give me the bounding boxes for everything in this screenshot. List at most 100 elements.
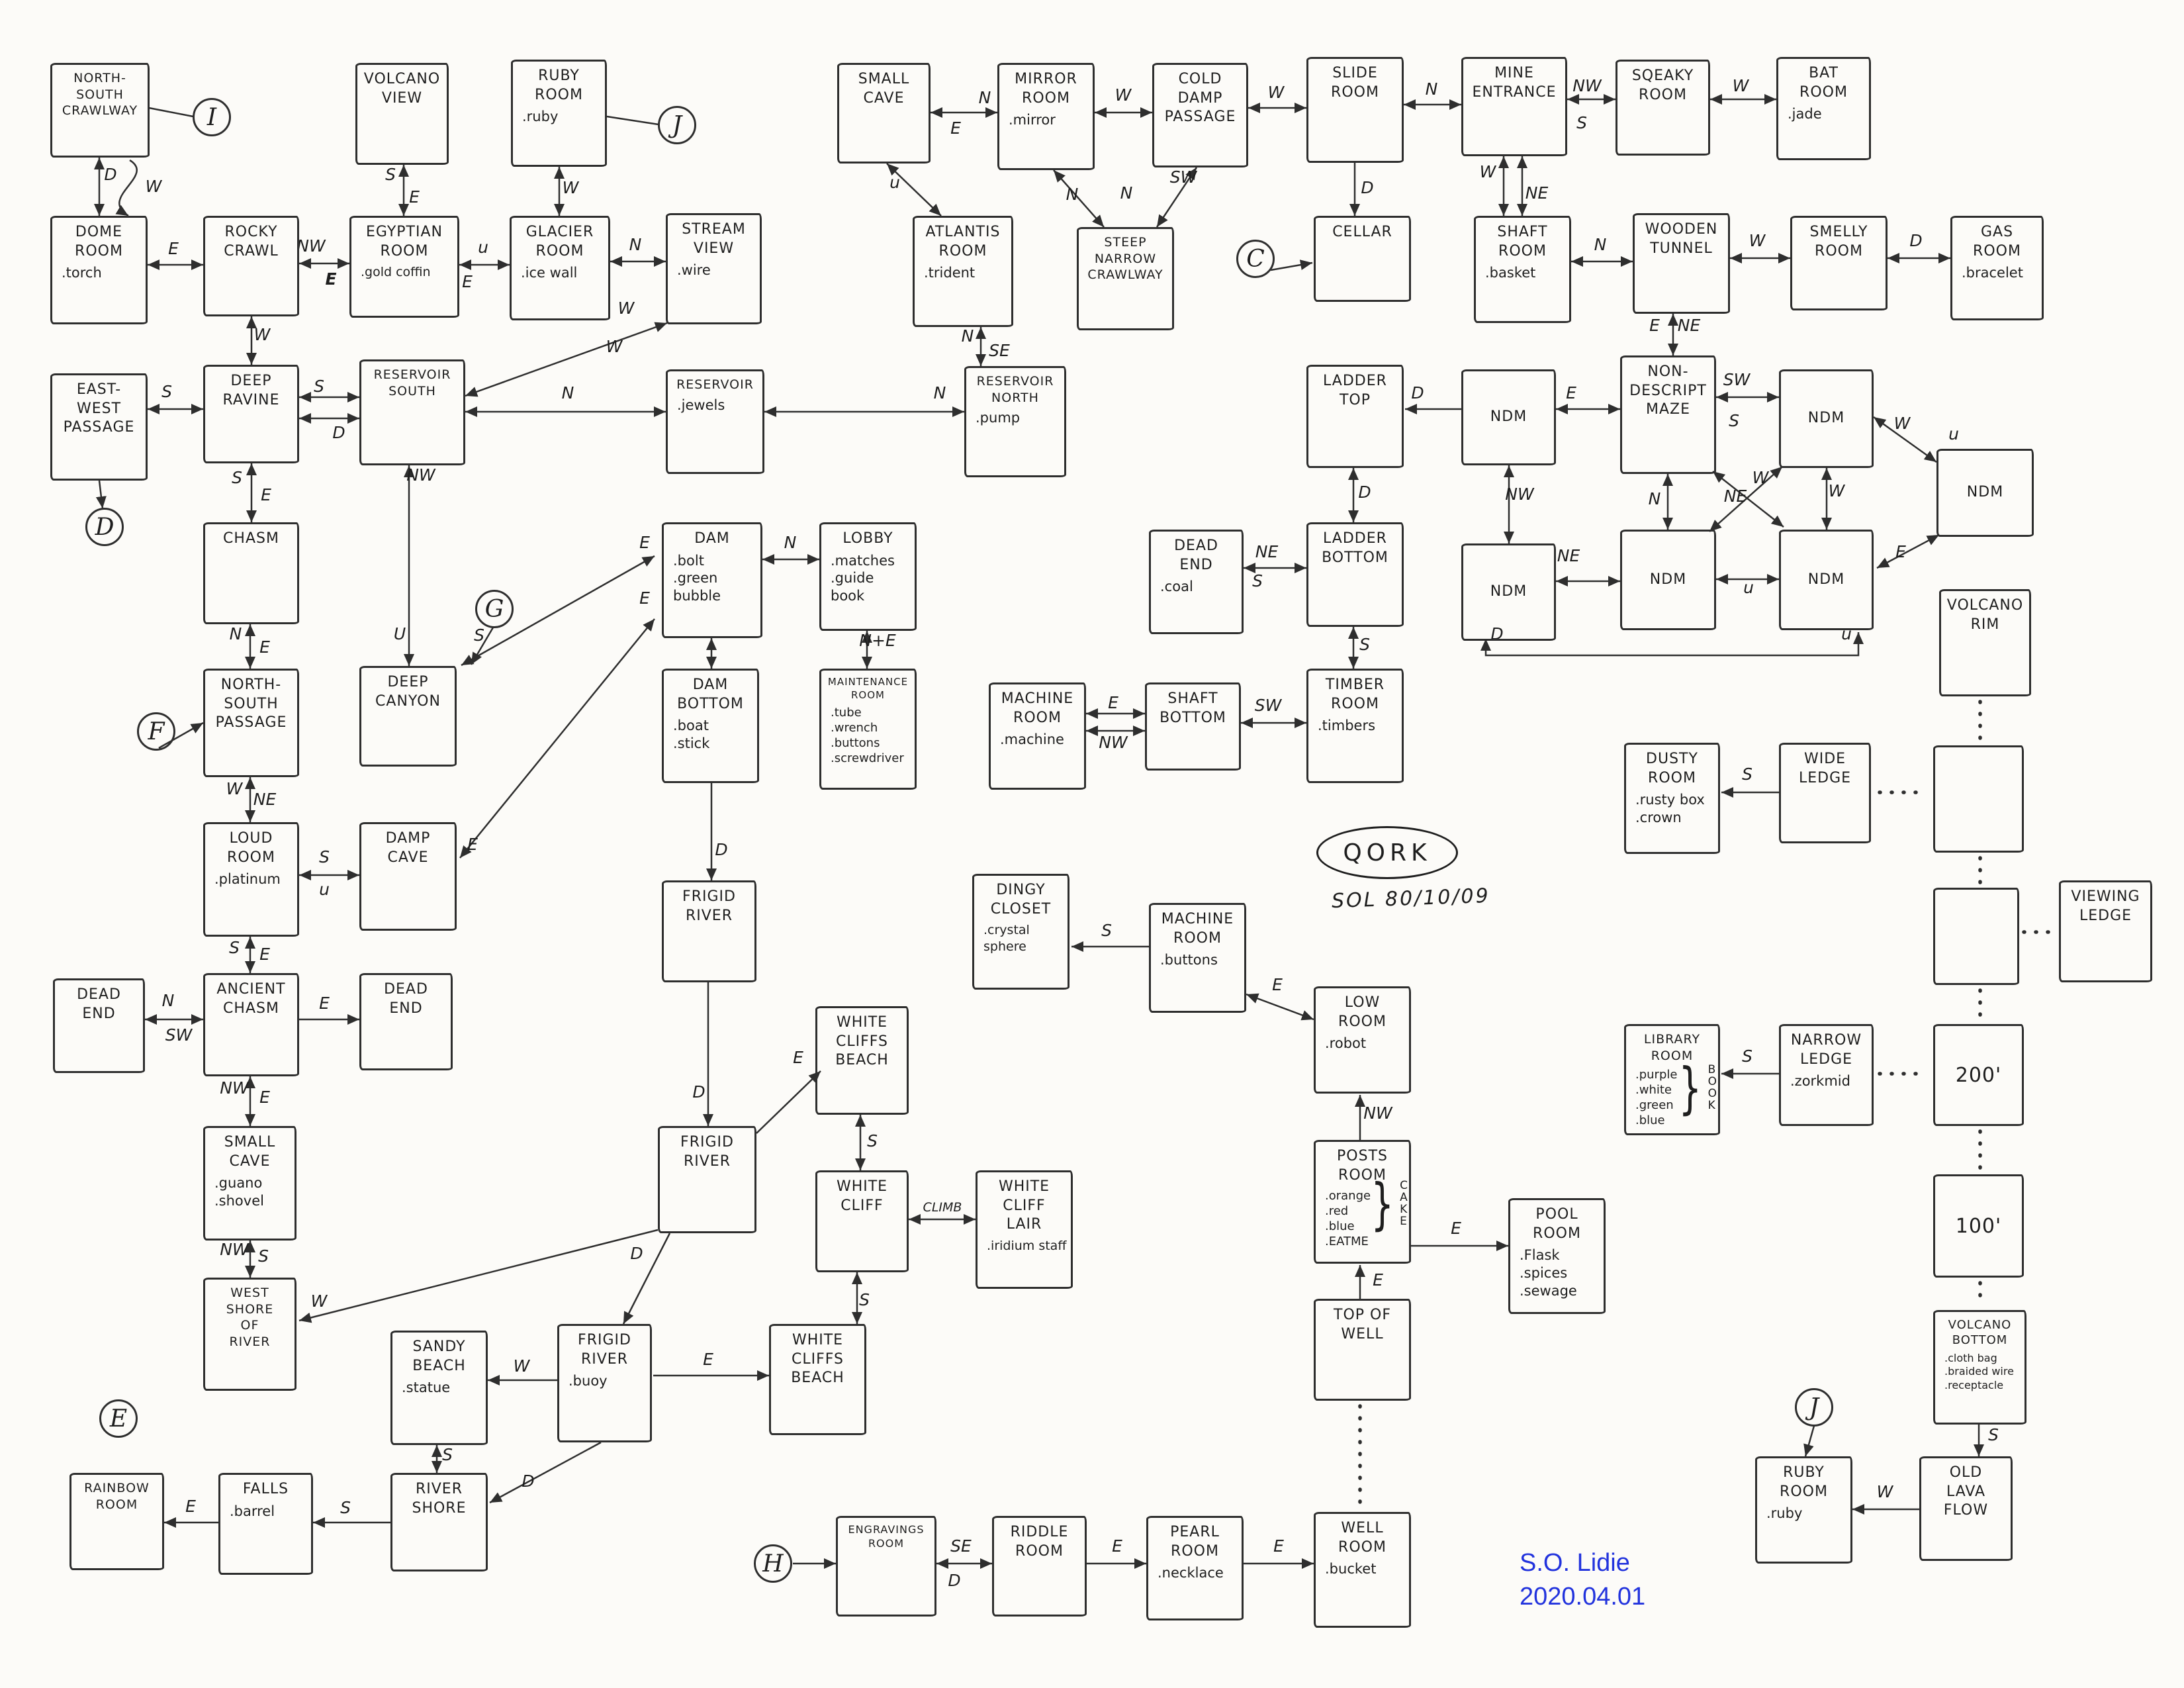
- room-bat-room: BAT ROOM.jade: [1776, 57, 1871, 160]
- direction-label: E: [1451, 1219, 1461, 1238]
- room-label: BAT ROOM: [1799, 65, 1848, 101]
- passage-arrow: [489, 1441, 602, 1504]
- room-item: .braided wire: [1944, 1365, 2014, 1378]
- direction-label: D: [1358, 483, 1371, 502]
- direction-label: N: [934, 383, 946, 402]
- room-falls: FALLS.barrel: [218, 1473, 313, 1575]
- room-label: MINE ENTRANCE: [1472, 65, 1557, 101]
- map-title: QORK: [1343, 839, 1432, 867]
- direction-label: E: [1895, 542, 1906, 561]
- room-ruby-room-north: RUBY ROOM.ruby: [511, 60, 607, 167]
- room-north-south-crawlway: NORTH- SOUTH CRAWLWAY: [50, 63, 150, 158]
- items-brace: }B O O K: [1678, 1056, 1717, 1121]
- room-label: PEARL ROOM: [1170, 1524, 1220, 1560]
- direction-label: E: [259, 945, 270, 964]
- room-label: RESERVOIR SOUTH: [373, 367, 451, 399]
- room-cellar: CELLAR: [1314, 216, 1411, 302]
- direction-label: W: [311, 1291, 328, 1311]
- room-label: LOW ROOM: [1338, 994, 1387, 1030]
- room-label: RESERVOIR NORTH: [976, 374, 1054, 405]
- direction-label: E: [462, 272, 473, 291]
- direction-label: N: [1594, 235, 1607, 254]
- direction-label: D: [332, 423, 345, 442]
- room-chasm: CHASM: [203, 522, 299, 624]
- direction-label: NE: [1678, 316, 1701, 335]
- room-label: DAMP CAVE: [385, 830, 431, 866]
- direction-label: W: [254, 325, 271, 344]
- room-label: EAST- WEST PASSAGE: [63, 381, 135, 436]
- passage-arrow: [1053, 169, 1105, 228]
- passage-arrow: [1709, 466, 1783, 532]
- room-label: DUSTY ROOM: [1646, 751, 1698, 786]
- passage-arrow: [115, 159, 138, 217]
- room-ndm-d: NDM: [1461, 543, 1556, 641]
- direction-label: W: [1115, 85, 1132, 105]
- direction-label: S: [442, 1445, 453, 1464]
- room-timber-room: TIMBER ROOM.timbers: [1306, 669, 1404, 783]
- room-rocky-crawl: ROCKY CRAWL: [203, 216, 299, 316]
- room-item: .shovel: [214, 1193, 264, 1209]
- direction-label: E: [259, 637, 270, 657]
- room-item: .coal: [1160, 579, 1193, 595]
- passage-arrow: [459, 618, 655, 859]
- room-item: .wrench: [831, 721, 878, 735]
- room-item: .sewage: [1520, 1282, 1577, 1299]
- room-river-shore: RIVER SHORE: [390, 1473, 488, 1571]
- room-dam: DAM.bolt.green bubble: [662, 522, 762, 638]
- letter-marker-d: D: [85, 508, 124, 546]
- room-old-lava-flow: OLD LAVA FLOW: [1919, 1456, 2013, 1561]
- direction-label: NW: [220, 1240, 250, 1259]
- direction-label: W: [1749, 231, 1766, 250]
- passage-arrow: [756, 1070, 821, 1134]
- direction-label: S: [1101, 921, 1112, 940]
- direction-label: W: [1752, 468, 1770, 487]
- room-label: FALLS: [242, 1481, 289, 1497]
- room-pearl-room: PEARL ROOM.necklace: [1146, 1516, 1244, 1620]
- room-ladder-top: LADDER TOP: [1306, 365, 1404, 468]
- room-maintenance-room: MAINTENANCE ROOM.tube.wrench.buttons.scr…: [819, 669, 917, 790]
- room-item: .Flask: [1520, 1247, 1560, 1264]
- direction-label: U: [394, 624, 406, 643]
- room-label: CELLAR: [1332, 224, 1392, 240]
- room-dead-end-coal: DEAD END.coal: [1149, 530, 1244, 634]
- room-ledge-200: 200': [1933, 1024, 2024, 1126]
- direction-label: E: [259, 1088, 270, 1107]
- room-label: NORTH- SOUTH PASSAGE: [215, 677, 287, 731]
- room-ruby-room-south: RUBY ROOM.ruby: [1755, 1456, 1852, 1564]
- direction-label: D: [948, 1571, 960, 1590]
- room-label: RIVER SHORE: [412, 1481, 467, 1517]
- room-egyptian-room: EGYPTIAN ROOM.gold coffin: [349, 216, 459, 318]
- room-label: LADDER BOTTOM: [1322, 530, 1388, 566]
- direction-label: SE: [950, 1536, 972, 1556]
- room-item: .tube: [831, 706, 862, 720]
- room-item: .rusty box: [1635, 792, 1705, 808]
- direction-label: E: [1373, 1270, 1383, 1289]
- room-label: COLD DAMP PASSAGE: [1164, 71, 1236, 126]
- room-frigid-river-2: FRIGID RIVER: [658, 1126, 756, 1233]
- room-label: SHAFT ROOM: [1497, 224, 1548, 259]
- room-item: .guide book: [831, 570, 874, 604]
- room-label: RUBY ROOM: [1780, 1464, 1828, 1500]
- room-wide-ledge: WIDE LEDGE: [1779, 743, 1871, 843]
- direction-label: W: [514, 1356, 531, 1376]
- room-item: .machine: [1000, 731, 1064, 748]
- room-balloon-stage-2: [1933, 888, 2019, 985]
- room-label: SQEAKY ROOM: [1631, 68, 1694, 103]
- room-reservoir-north: RESERVOIR NORTH.pump: [964, 366, 1066, 477]
- room-dam-bottom: DAM BOTTOM.boat.stick: [662, 669, 759, 783]
- direction-label: SW: [1723, 370, 1751, 389]
- room-narrow-ledge: NARROW LEDGE.zorkmid: [1779, 1024, 1874, 1126]
- direction-label: S: [474, 626, 484, 645]
- direction-label: E: [1272, 975, 1283, 994]
- room-item: .timbers: [1318, 718, 1376, 734]
- direction-label: u: [1948, 424, 1959, 444]
- passage-arrow: [465, 322, 668, 397]
- direction-label: W: [606, 337, 623, 356]
- room-label: ENGRAVINGS ROOM: [848, 1523, 925, 1550]
- direction-label: NW: [1099, 733, 1128, 752]
- direction-label: N: [1426, 79, 1438, 99]
- room-label: DAM: [694, 530, 730, 547]
- passage-arrow: [148, 107, 194, 118]
- direction-label: W: [563, 178, 580, 197]
- room-label: DEAD END: [384, 981, 428, 1017]
